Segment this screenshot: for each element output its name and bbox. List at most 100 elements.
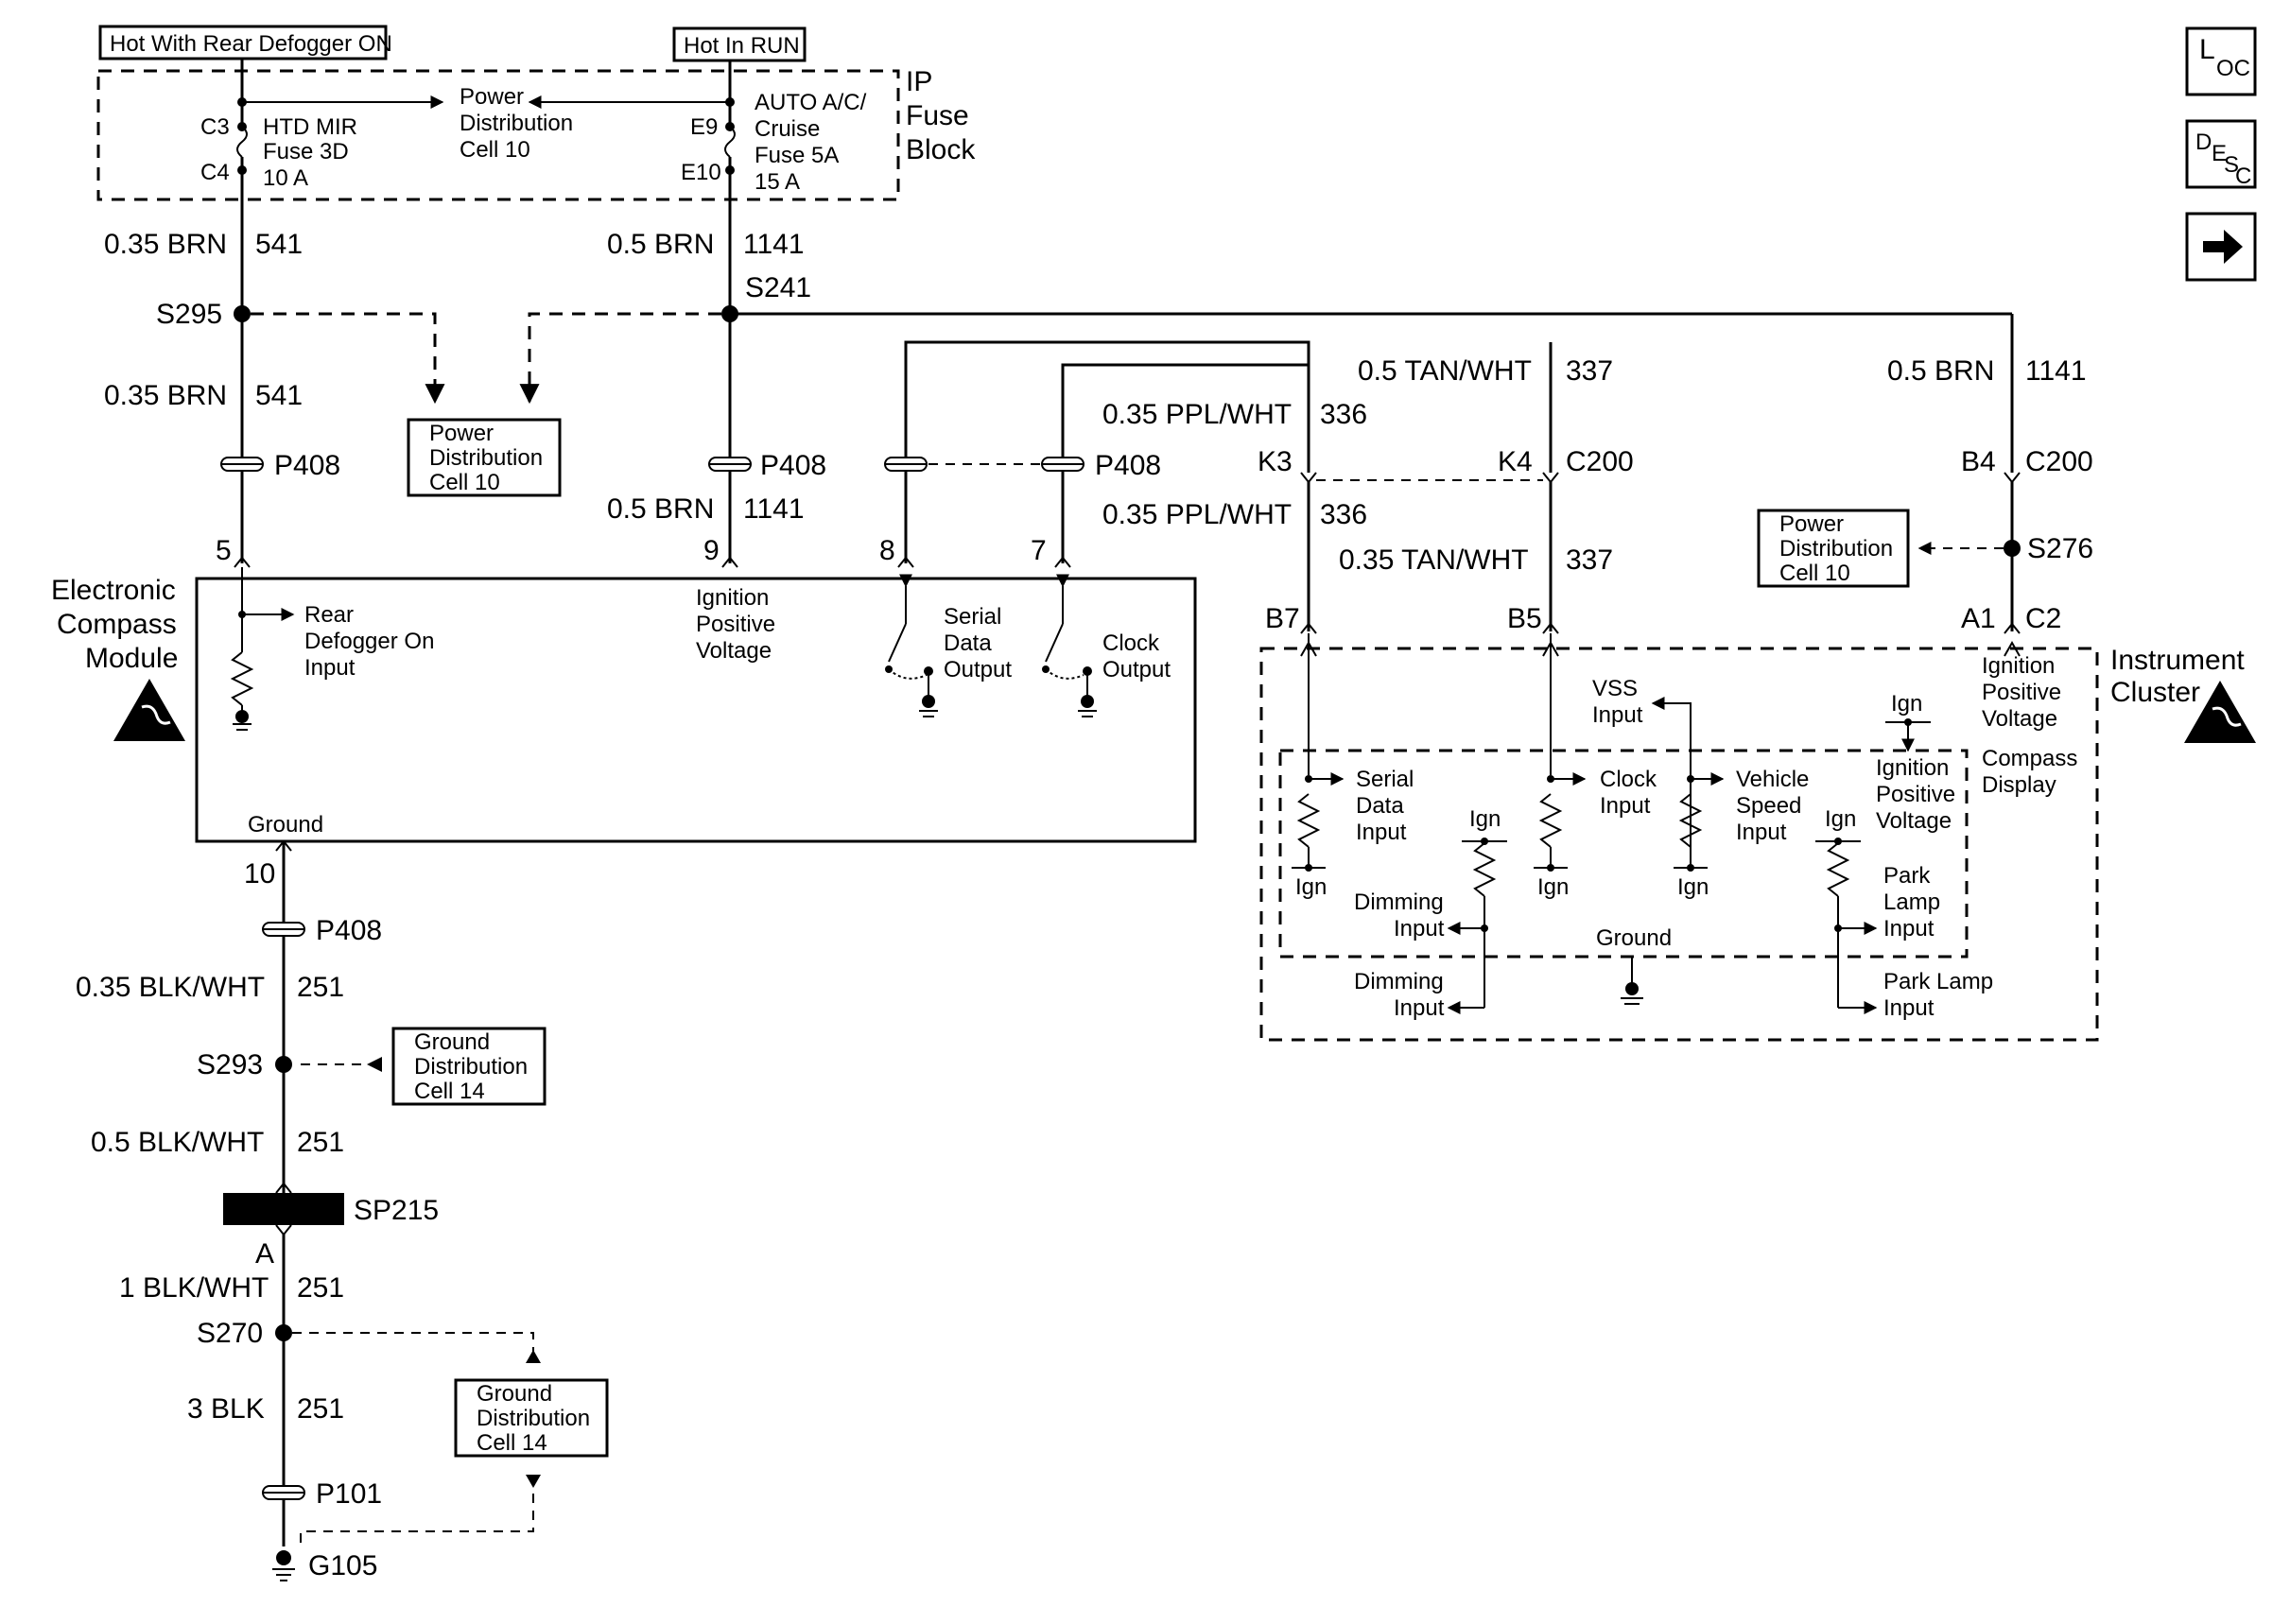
diagram-label: E10 [681,160,721,185]
diagram-label: 0.5 BRN [607,493,714,525]
diagram-label: Defogger On [304,629,434,654]
diagram-label: Fuse [906,100,969,131]
diagram-label: Electronic [51,575,176,606]
diagram-label: Ignition [696,585,769,611]
diagram-label: 251 [297,1393,344,1425]
diagram-label: Dimming [1354,890,1444,915]
splice-s295 [234,305,251,322]
ip-fuse-block: IP Fuse Block Power Distribution Cell 10… [96,66,976,201]
diagram-label: S [2224,152,2239,178]
diagram-label: P101 [316,1478,382,1510]
diagram-label: P408 [760,450,826,481]
diagram-label: Distribution [1779,536,1893,561]
diagram-label: C [2235,164,2251,189]
diagram-label: L [2199,34,2215,65]
diagram-label: Positive [696,612,775,637]
diagram-label: Clock [1600,767,1657,792]
connector-p408-a [220,457,264,472]
diagram-label: C3 [200,114,230,140]
diagram-label: 10 A [263,165,308,191]
diagram-label: Lamp [1883,890,1940,915]
electronic-compass-module: Electronic Compass Module Rear Defogger … [51,567,1197,843]
ref-box-ground-distribution-upper[interactable]: Ground Distribution Cell 14 [391,1027,547,1106]
ref-box-ground-distribution-lower[interactable]: Ground Distribution Cell 14 [454,1378,609,1458]
diagram-label: Serial [944,604,1001,630]
loc-button[interactable]: L OC [2185,26,2257,96]
diagram-label: Input [1883,916,1935,942]
diagram-label: OC [2216,56,2250,81]
diagram-label: HTD MIR [263,114,357,140]
diagram-label: Output [944,657,1012,682]
splice-pack-sp215 [223,1193,344,1225]
diagram-label: 0.35 BRN [104,229,227,260]
diagram-label: Cell 14 [477,1430,547,1456]
diagram-label: Voltage [1876,808,1952,834]
diagram-label: A [255,1238,274,1270]
diagram-label: S276 [2027,533,2093,564]
diagram-label: Module [85,643,178,674]
diagram-label: Cluster [2110,677,2200,708]
esd-warning-icon [2184,681,2256,743]
diagram-label: 7 [1031,535,1047,566]
diagram-label: Distribution [477,1406,590,1431]
diagram-label: 0.5 TAN/WHT [1358,355,1532,387]
diagram-label: Park Lamp [1883,969,1993,994]
diagram-label: E9 [690,114,718,140]
diagram-label: Data [1356,793,1404,819]
diagram-label: Rear [304,602,354,628]
diagram-label: Cell 10 [460,137,530,163]
diagram-label: 3 BLK [187,1393,265,1425]
next-arrow-button[interactable] [2185,212,2257,282]
diagram-label: Compass [57,609,177,640]
diagram-label: Voltage [1982,706,2057,732]
right-arrow-icon [2203,230,2243,264]
ref-box-power-distribution-right[interactable]: Power Distribution Cell 10 [1757,509,1910,588]
connector-p408-e [262,922,305,937]
diagram-label: 0.35 PPL/WHT [1102,399,1292,430]
diagram-label: 541 [255,229,303,260]
diagram-label: Distribution [460,111,573,136]
diagram-label: Hot With Rear Defogger ON [110,31,392,57]
circuit-251: 10 P408 0.35 BLK/WHT 251 S293 0.5 BLK/WH… [76,839,541,1581]
diagram-label: Hot In RUN [684,33,800,59]
clock-output-switch: Clock Output [1042,574,1171,717]
ref-box-power-distribution-left[interactable]: Power Distribution Cell 10 [407,418,562,497]
diagram-label: Cell 10 [429,470,500,495]
diagram-label: Input [1736,820,1787,845]
diagram-label: 0.5 BRN [607,229,714,260]
diagram-label: C4 [200,160,230,185]
diagram-label: Power [429,421,494,446]
diagram-label: Input [1356,820,1407,845]
diagram-label: Input [1592,702,1643,728]
diagram-label: 1141 [743,493,805,525]
diagram-label: 15 A [755,169,800,195]
diagram-label: A1 [1961,603,1996,634]
diagram-label: P408 [274,450,340,481]
diagram-label: 5 [216,535,232,566]
diagram-label: 251 [297,1272,344,1304]
diagram-label: Ground [1596,925,1672,951]
circuit-541: 0.35 BRN 541 S295 0.35 BRN 541 P408 5 [104,199,445,568]
diagram-label: Ign [1469,806,1501,832]
diagram-label: 251 [297,1127,344,1158]
diagram-label: 251 [297,972,344,1003]
splice-s293 [275,1056,292,1073]
header-hot-run: Hot In RUN [672,26,807,62]
diagram-label: Ground [248,812,323,838]
diagram-label: Power [460,84,524,110]
diagram-label: 337 [1566,355,1613,387]
diagram-label: 9 [703,535,720,566]
desc-button[interactable]: D E S C [2185,119,2257,189]
diagram-label: VSS [1592,676,1638,701]
diagram-label: K4 [1498,446,1533,477]
diagram-label: Park [1883,863,1931,889]
serial-data-output-switch: Serial Data Output [885,574,1012,717]
diagram-label: B5 [1507,603,1542,634]
diagram-label: Compass [1982,746,2077,771]
diagram-label: Serial [1356,767,1414,792]
diagram-label: 541 [255,380,303,411]
diagram-label: 1 BLK/WHT [119,1272,269,1304]
diagram-label: AUTO A/C/ [755,90,867,115]
diagram-label: Cell 10 [1779,561,1850,586]
